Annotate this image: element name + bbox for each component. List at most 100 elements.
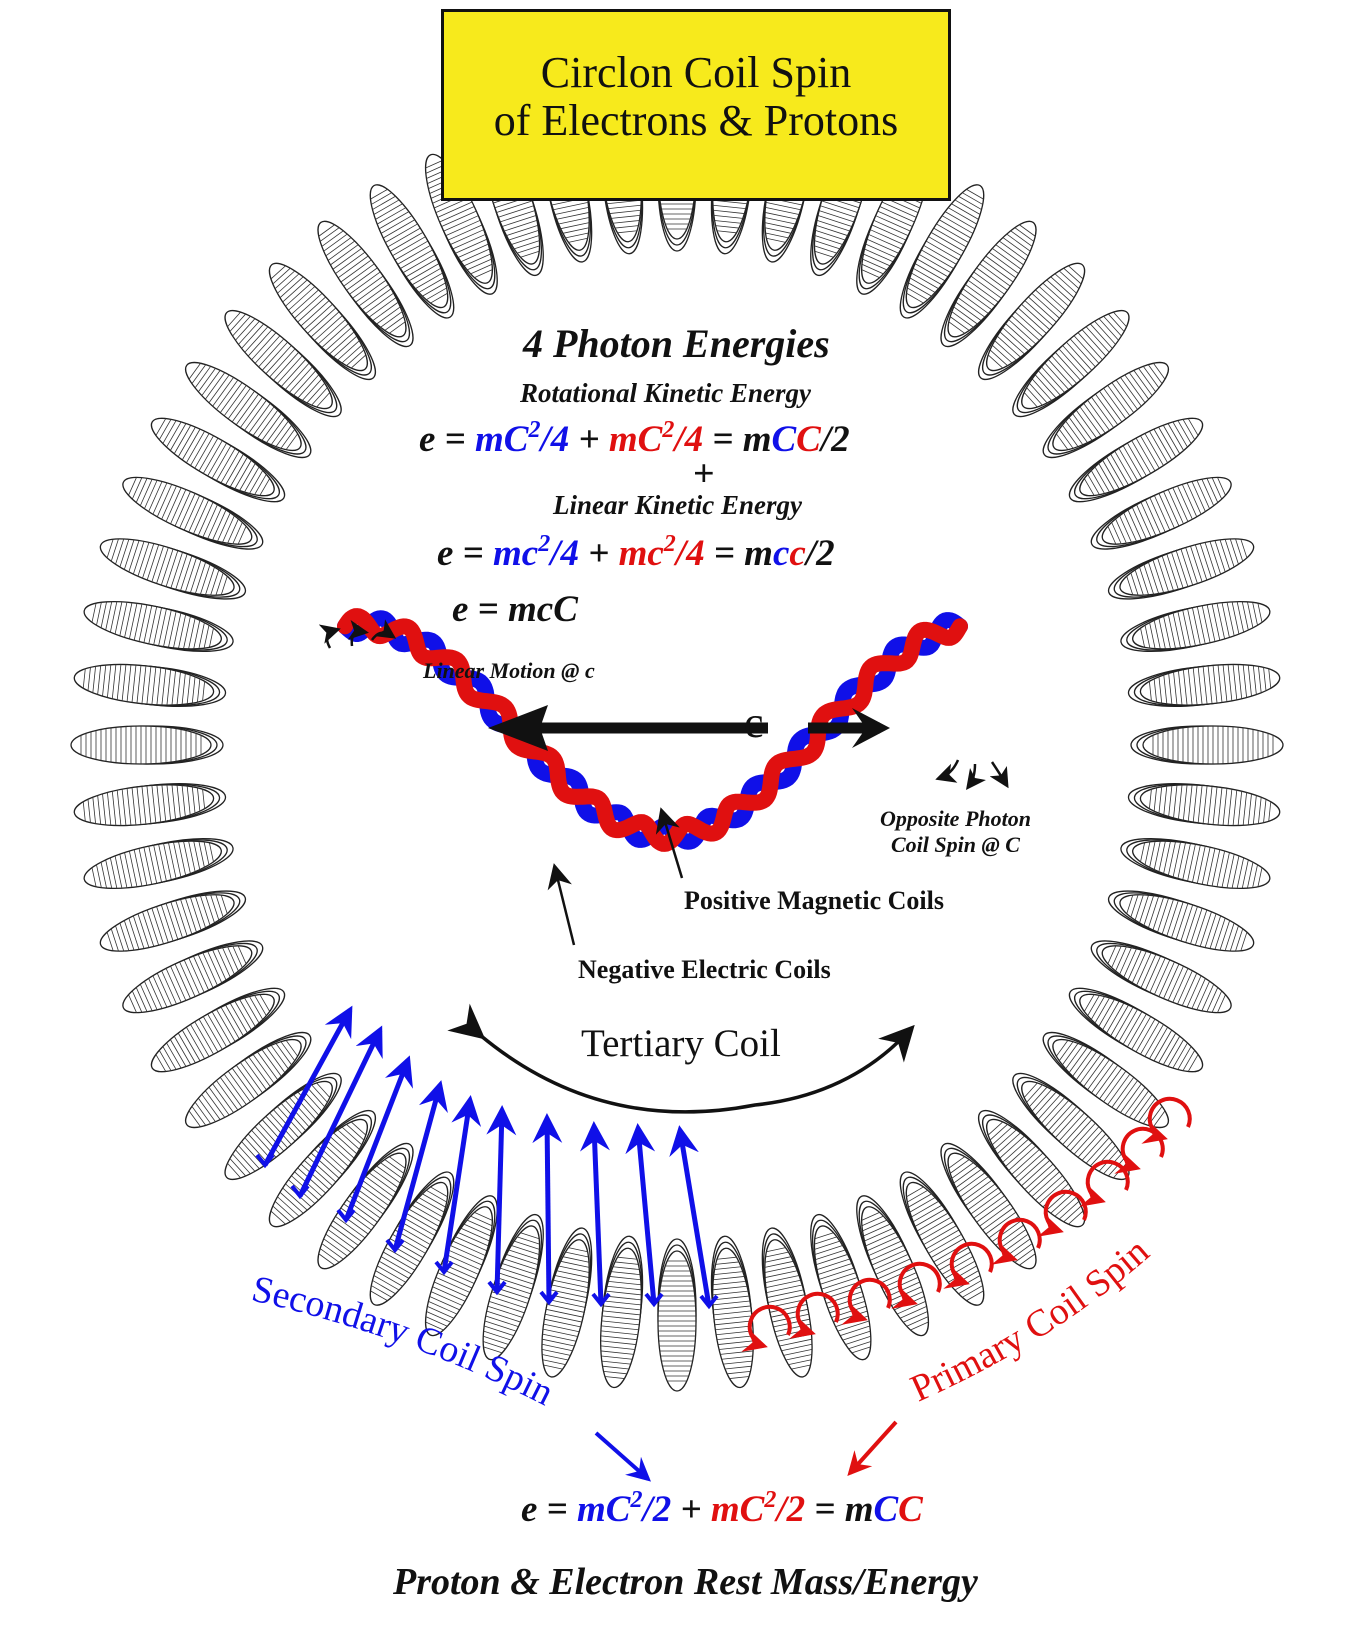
coil-ring [1012,1072,1130,1180]
secondary-spin-arrow [297,1025,383,1198]
arrow-tail-icon [336,1208,356,1224]
coil-ring [99,538,247,600]
coil-ring [978,1109,1086,1228]
secondary-spin-arrow [392,1080,448,1251]
coil-ring [710,1235,754,1389]
coil-ring [122,476,264,550]
coil-ring [899,184,985,319]
coil-ring [978,262,1086,381]
positive-magnetic-label: Positive Magnetic Coils [684,886,944,915]
rest-mass-equation: e = mC2/2 + mC2/2 = mCC [521,1487,923,1530]
coil-ring [1090,476,1232,550]
linear-motion-label: Linear Motion @ c [423,658,595,683]
coil-ring [1107,890,1255,952]
coil-ring [317,1142,414,1270]
coil-ring [482,1213,544,1361]
arrow-tail-icon [255,1153,275,1169]
primary-spin-loop [841,1277,892,1325]
coil-ring [73,783,227,827]
arrow-tail-icon [644,1292,664,1308]
linear-motion-arrow [488,705,890,751]
linear-equation: e = mc2/4 + mc2/4 = mcc/2 [437,531,835,574]
torus-coil [70,98,1284,1392]
coil-ring [1042,1031,1170,1129]
coil-ring [1127,663,1281,707]
pointer-arrows [547,807,684,946]
arrow-tail-icon [591,1292,611,1308]
primary-spin-loop [891,1261,942,1309]
secondary-spin-arrow [441,1095,482,1273]
coil-ring [1107,538,1255,600]
coil-ring [150,417,286,503]
coil-ring [424,1195,498,1337]
secondary-spin-arrow [343,1055,413,1221]
coil-ring [73,663,227,707]
mcc-equation: e = mcC [452,589,578,630]
tertiary-coil-label: Tertiary Coil [581,1022,781,1065]
photon-end-spin-icon [318,619,1009,791]
secondary-spin-arrow [579,1121,610,1305]
coil-ring [99,890,247,952]
arrow-tail-icon [487,1280,507,1296]
coil-ring [150,987,286,1073]
rest-mass-label: Proton & Electron Rest Mass/Energy [393,1561,978,1603]
linear-label: Linear Kinetic Energy [553,490,802,520]
coil-ring [600,1235,644,1389]
arrow-tail-icon [852,708,890,748]
coil-ring [83,837,234,890]
coil-ring [184,1031,312,1129]
secondary-spin-arrows [255,1005,719,1310]
arrow-tail-icon [699,1294,719,1310]
title-line-1: Circlon Coil Spin [540,48,852,97]
secondary-spin-arrow [625,1123,657,1305]
secondary-spin-arrow [669,1125,712,1307]
primary-spin-loop [1141,1096,1192,1144]
speed-c-label: c [744,698,764,747]
coil-ring [1120,837,1271,890]
primary-spin-loop [943,1241,994,1289]
secondary-pointer-arrow [594,1431,651,1482]
coil-ring [1068,417,1204,503]
secondary-spin-arrow [486,1105,517,1293]
primary-spin-loop [789,1291,840,1339]
coil-ring [940,1142,1037,1270]
negative-electric-label: Negative Electric Coils [578,955,831,984]
coil-ring [70,725,224,765]
coil-ring [1012,310,1130,418]
arrow-tail-icon [434,1260,454,1276]
coil-ring [1127,783,1281,827]
secondary-spin-arrow [532,1113,563,1303]
coil-ring [369,1171,455,1306]
coil-ring [184,361,312,459]
primary-pointer-arrow [847,1420,898,1476]
coil-ring [1042,361,1170,459]
coil-ring [1068,987,1204,1073]
coil-ring [1120,600,1271,653]
coil-ring [122,940,264,1014]
primary-spin-loop [741,1304,792,1352]
rotational-equation: e = mC2/4 + mC2/4 = mCC/2 [419,417,850,460]
title-line-2: of Electrons & Protons [493,96,899,145]
coil-ring [268,262,376,381]
coil-ring [83,600,234,653]
arrow-tail-icon [290,1184,310,1200]
coil-ring [1130,725,1284,765]
rotational-label: Rotational Kinetic Energy [520,378,812,408]
plus-sign: + [693,453,715,495]
photon-energies-heading: 4 Photon Energies [523,321,830,366]
primary-spin-loop [1079,1159,1130,1207]
magnetic-coil-strand [337,608,968,852]
arrow-tail-icon [385,1238,405,1254]
coil-ring [369,184,455,319]
tertiary-coil-arrow [447,1003,915,1114]
photon-helix [337,608,968,852]
title-box: Circlon Coil Spin of Electrons & Protons [441,9,951,201]
primary-spin-loops [741,1096,1192,1352]
secondary-spin-arrow [262,1005,353,1167]
coil-ring [317,220,414,348]
opposite-spin-label: Opposite Photon Coil Spin @ C [880,806,1031,857]
coil-ring [1090,940,1232,1014]
coil-ring [940,220,1037,348]
arrow-tail-icon [539,1290,559,1306]
